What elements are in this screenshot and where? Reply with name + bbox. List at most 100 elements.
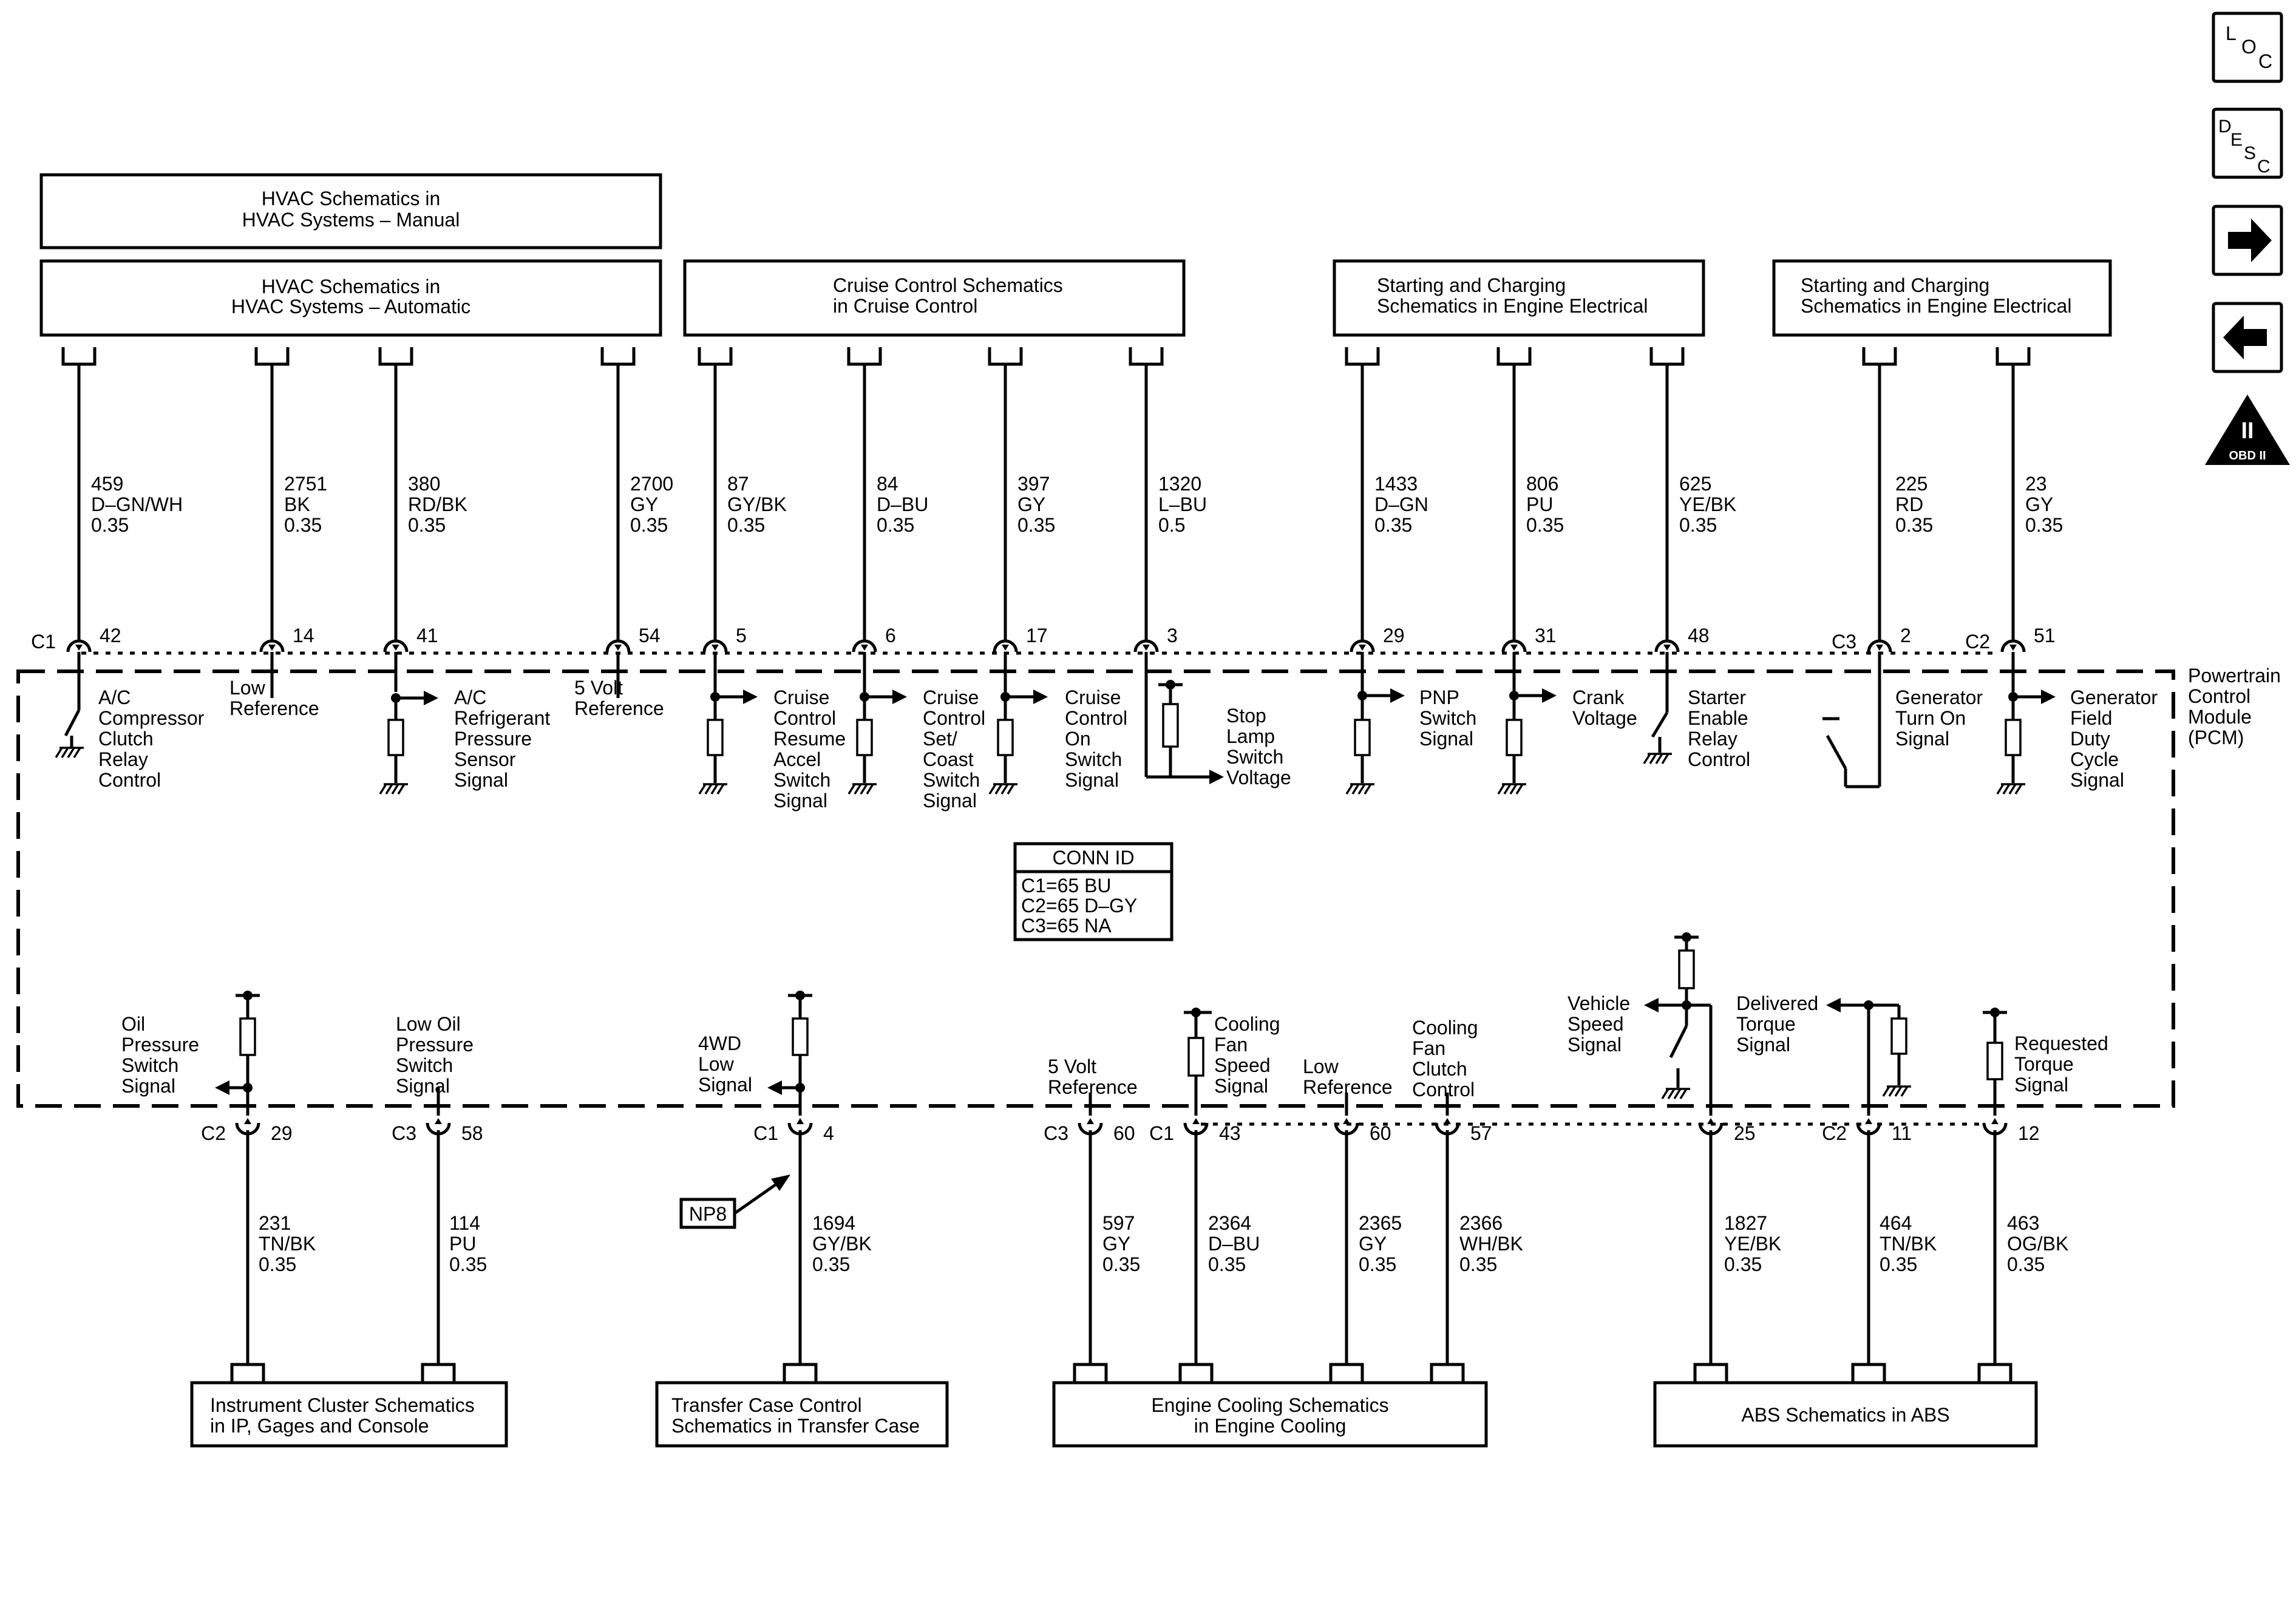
pin-number: 17 — [1026, 625, 1048, 646]
circuit-label: Set/ — [923, 728, 957, 750]
pcm-label-line: Module — [2188, 706, 2252, 728]
top-circuit: 84D–BU0.356CruiseControlSet/CoastSwitchS… — [847, 347, 985, 812]
ground-hatch — [397, 784, 406, 795]
loc-button[interactable]: L O C — [2212, 12, 2283, 83]
arrow-right-icon — [1209, 770, 1224, 784]
ref-box-hvac-automatic[interactable]: HVAC Schematics in HVAC Systems – Automa… — [39, 259, 662, 337]
wire-info: WH/BK — [1459, 1233, 1523, 1255]
harness-terminal-icon — [254, 347, 290, 366]
wire-info: 1694 — [812, 1212, 855, 1234]
circuit-label: Oil — [121, 1013, 145, 1035]
wire-info: 625 — [1679, 473, 1711, 495]
wire-info: 0.35 — [91, 514, 129, 536]
circuit-label: Cooling — [1214, 1013, 1280, 1035]
pin-marker — [2009, 645, 2017, 651]
next-page-button[interactable] — [2212, 205, 2283, 276]
wire-info: 225 — [1895, 473, 1927, 495]
wire-info: 1433 — [1374, 473, 1418, 495]
resistor-icon — [1986, 1042, 2003, 1080]
pin-marker — [1510, 645, 1518, 651]
wire-info: YE/BK — [1724, 1233, 1781, 1255]
ref-box-hvac-manual[interactable]: HVAC Schematics in HVAC Systems – Manual — [39, 173, 662, 249]
wire-info: 0.35 — [877, 514, 914, 536]
wire-info: GY/BK — [812, 1233, 872, 1255]
harness-terminal-icon — [1430, 1363, 1465, 1381]
pin-marker — [75, 645, 83, 651]
circuit-label: Lamp — [1226, 725, 1275, 747]
ground-hatch — [1661, 753, 1669, 764]
wire-info: 23 — [2025, 473, 2047, 495]
ref-box-engine-cooling[interactable]: Engine Cooling Schematics in Engine Cool… — [1052, 1381, 1488, 1448]
wire-info: GY — [630, 493, 658, 515]
ref-box-starting-charging-2[interactable]: Starting and Charging Schematics in Engi… — [1772, 259, 2112, 337]
desc-letter-e: E — [2230, 130, 2243, 150]
connector-pin-icon — [1133, 639, 1159, 653]
ground-hatch — [847, 784, 856, 795]
pin-number: 3 — [1167, 625, 1178, 646]
resistor-icon — [997, 719, 1014, 756]
circuit-label: Switch — [396, 1054, 453, 1076]
connector-pin-icon — [702, 639, 728, 653]
circuit-label: Coast — [923, 748, 974, 770]
pin-number: 42 — [100, 625, 121, 646]
pin-number: 25 — [1734, 1122, 1756, 1144]
circuit-label: Signal — [1214, 1075, 1268, 1097]
circuit-label: Cooling — [1412, 1017, 1478, 1039]
circuit-label: Signal — [698, 1074, 752, 1096]
loc-letter-l: L — [2226, 22, 2237, 44]
bottom-internal-components — [215, 932, 2007, 1099]
pin-marker — [268, 645, 276, 651]
connector-pin-icon — [1867, 639, 1892, 653]
harness-terminal-icon — [1073, 1363, 1108, 1381]
pin-marker — [1991, 1118, 1999, 1124]
previous-page-button[interactable] — [2212, 302, 2283, 373]
ref-box-line: ABS Schematics in ABS — [1741, 1404, 1949, 1426]
ref-box-line: Starting and Charging — [1377, 274, 1566, 296]
ground-icon — [988, 783, 1017, 795]
wire-info: 0.35 — [259, 1253, 296, 1275]
resistor-icon — [239, 1017, 256, 1056]
wire-info: 0.35 — [1880, 1253, 1917, 1275]
wire-info: 114 — [449, 1212, 480, 1234]
ground-icon — [55, 747, 84, 758]
ground-hatch — [1515, 784, 1524, 795]
circuit-label: Low — [698, 1053, 735, 1075]
ref-box-cruise-control[interactable]: Cruise Control Schematics in Cruise Cont… — [683, 259, 1186, 337]
wire-info: 463 — [2007, 1212, 2039, 1234]
circuit-label: Delivered — [1736, 992, 1818, 1014]
circuit-label: Low — [1303, 1056, 1339, 1077]
ref-box-transfer-case[interactable]: Transfer Case Control Schematics in Tran… — [655, 1381, 949, 1448]
circuit-label: Resume — [773, 728, 846, 750]
wire-info: D–GN/WH — [91, 493, 183, 515]
obd-ii-button[interactable]: II OBD II — [2205, 395, 2290, 465]
conn-id-line: C1=65 BU — [1021, 875, 1112, 897]
circuit-label: Reference — [1048, 1076, 1138, 1098]
pin-number: 54 — [639, 625, 661, 646]
top-circuit: 459D–GN/WH0.3542C1A/CCompressorClutchRel… — [31, 347, 205, 791]
circuit-label: Cruise — [773, 686, 829, 708]
circuit-label: Switch — [1065, 748, 1122, 770]
ground-hatch — [385, 784, 393, 795]
circuit-label: Stop — [1226, 705, 1266, 727]
circuit-label: Generator — [1895, 686, 1983, 708]
circuit-label: Signal — [396, 1075, 450, 1097]
ref-box-abs[interactable]: ABS Schematics in ABS — [1653, 1381, 2038, 1448]
obd-ii-big-label: II — [2241, 418, 2254, 444]
ground-hatch — [1364, 784, 1372, 795]
ground-hatch — [1996, 784, 2005, 795]
circuit-label: Voltage — [1226, 767, 1291, 788]
ref-box-instrument-cluster[interactable]: Instrument Cluster Schematics in IP, Gag… — [190, 1381, 508, 1448]
wire-info: 0.35 — [1208, 1253, 1246, 1275]
ref-box-starting-charging-1[interactable]: Starting and Charging Schematics in Engi… — [1333, 259, 1705, 337]
circuit-label: Pressure — [396, 1034, 474, 1056]
circuit-label: Fan — [1412, 1037, 1445, 1059]
pin-number: 31 — [1535, 625, 1557, 646]
desc-button[interactable]: D E S C — [2212, 107, 2283, 179]
ref-box-line: HVAC Systems – Automatic — [231, 296, 470, 317]
ground-icon — [847, 783, 877, 795]
